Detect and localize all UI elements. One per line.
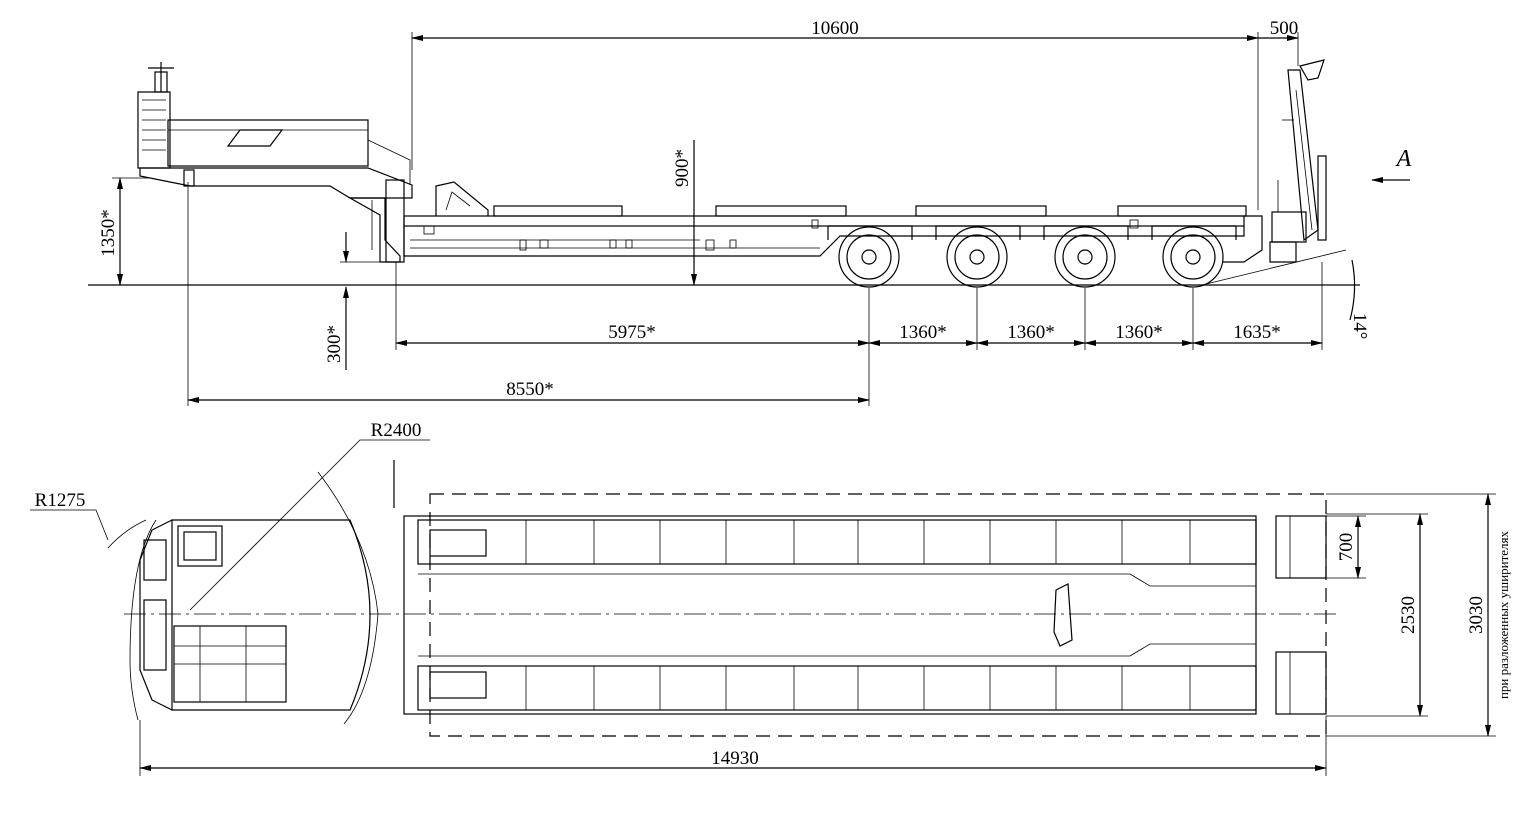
dim-kingpin-ref-length: 8550*: [506, 379, 554, 400]
wheel: [1043, 225, 1129, 288]
top-dimension-lines: [139, 493, 1496, 776]
label-swing-radius: R2400: [371, 420, 422, 441]
dim-loading-height: 300*: [324, 325, 345, 363]
dim-gooseneck-step: 900*: [672, 149, 693, 187]
dim-body-width: 2530: [1398, 596, 1419, 634]
rear-ramp: [1269, 59, 1327, 263]
dim-extended-width: 3030: [1466, 596, 1487, 634]
dim-kingpin-to-axle: 5975*: [608, 322, 656, 343]
radius-lines: [30, 439, 430, 725]
label-front-radius: R1275: [35, 490, 86, 511]
dim-rear-overhang: 500: [1270, 18, 1299, 39]
deck-plan: [403, 515, 1327, 715]
dim-axle-spacing-2: 1360*: [1007, 322, 1055, 343]
wheel: [935, 225, 1021, 288]
dim-front-deck-height: 1350*: [98, 209, 119, 257]
gooseneck-plan: [139, 460, 395, 711]
dim-overall-deck-length: 10600: [811, 18, 859, 39]
view-marker-label: А: [1395, 146, 1412, 172]
main-deck: [403, 181, 1263, 263]
dimension-lines: [112, 32, 1410, 406]
dim-ramp-angle: 14°: [1349, 313, 1370, 340]
dim-rear-axle-to-end: 1635*: [1233, 322, 1281, 343]
dim-ramp-width: 700: [1336, 533, 1357, 562]
wheel: [827, 225, 913, 288]
note-extended-width: при разложенных уширителях: [1496, 530, 1511, 699]
axle-group: [827, 225, 1237, 288]
dim-axle-spacing-1: 1360*: [899, 322, 947, 343]
top-view: R1275 R2400 14930 700 2530 3030 при разл…: [30, 420, 1511, 776]
wheel: [1151, 225, 1237, 288]
side-view: 10600 500 1350* 900* 300* 5975* 1360* 13…: [88, 18, 1412, 406]
dim-axle-spacing-3: 1360*: [1115, 322, 1163, 343]
gooseneck: [137, 62, 413, 263]
dim-overall-length: 14930: [711, 748, 759, 769]
widener-outline: [429, 493, 1327, 737]
